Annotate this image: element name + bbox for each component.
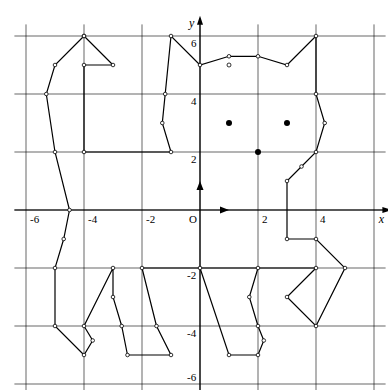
eye-dot [284,120,290,126]
tick-label: -4 [87,214,98,225]
tick-label: -2 [186,270,197,281]
axis-name: y [188,17,195,29]
vertex-point [285,63,289,67]
cat-leg [200,268,264,355]
vertex-point [323,121,327,125]
grid-line [374,24,375,390]
vertex-point [53,324,57,328]
unit-arrow [197,181,204,190]
vertex-point [169,353,173,357]
vertex-point [163,92,167,96]
vertex-point [111,295,115,299]
vertex-point [53,266,57,270]
vertex-point [314,237,318,241]
tick-label: -2 [145,214,156,225]
vertex-point [45,92,49,96]
vertex-point [285,237,289,241]
vertex-point [256,266,260,270]
vertex-point [82,63,86,67]
vertex-point [314,34,318,38]
vertex-point [256,353,260,357]
vertex-point [227,353,231,357]
vertex-point [161,121,165,125]
eye-dot [226,120,232,126]
vertex-point [62,237,66,241]
vertex-point [82,34,86,38]
vertex-point [140,266,144,270]
vertex-point [111,266,115,270]
vertex-point [53,150,57,154]
vertex-point [314,92,318,96]
unit-arrow [220,207,229,214]
vertex-point [285,179,289,183]
vertex-point [82,324,86,328]
tick-label: O [188,214,198,225]
vertex-point [169,34,173,38]
axis-arrow [197,16,203,25]
grid-line [258,24,259,390]
grid-line [26,24,27,390]
grid-line [142,24,143,390]
vertex-point [256,55,260,59]
vertex-point [68,208,72,212]
vertex-point [314,150,318,154]
vertex-point [300,165,304,169]
vertex-point [91,339,95,343]
tick-label: -4 [186,328,197,339]
vertex-point [155,324,159,328]
tick-label: 2 [190,154,198,165]
vertex-point [169,150,173,154]
axis-name: x [378,213,385,225]
vertex-point [82,353,86,357]
vertex-point [120,324,124,328]
eye-dot [255,149,261,155]
vertex-point [227,55,231,59]
vertex-point [82,150,86,154]
tick-label: 4 [190,96,198,107]
vertex-point [256,324,260,328]
tick-label: -6 [29,214,40,225]
vertex-point [111,63,115,67]
cat-outline [46,36,345,355]
vertex-point [126,353,130,357]
vertex-point [285,295,289,299]
vertex-point [198,63,202,67]
vertex-point [53,63,57,67]
vertex-point [314,324,318,328]
vertex-point [227,63,231,67]
vertex-point [198,266,202,270]
tick-label: 6 [190,38,198,49]
tick-label: -6 [186,372,197,383]
vertex-point [82,34,86,38]
tick-label: 2 [261,214,269,225]
tick-label: 4 [319,214,327,225]
vertex-point [314,266,318,270]
vertex-point [343,266,347,270]
vertex-point [248,295,252,299]
vertex-point [262,339,266,343]
y-axis [199,19,200,390]
